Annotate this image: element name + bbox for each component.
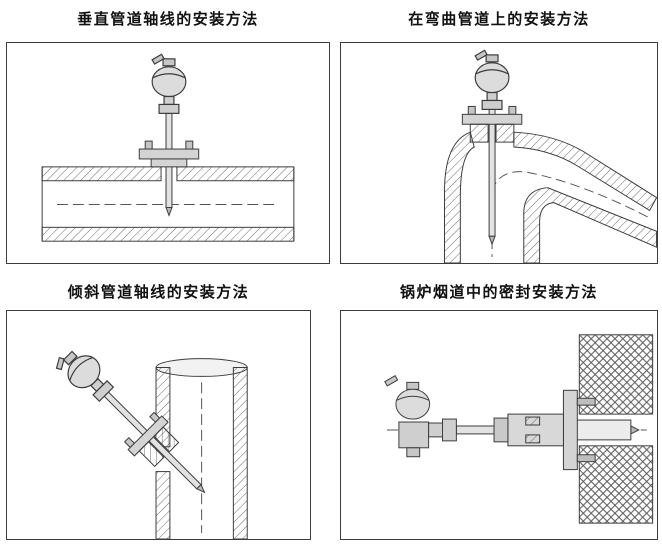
panel-vertical-pipe-installation (6, 42, 330, 264)
mounting-flange (138, 140, 200, 168)
thermocouple-sensor (138, 53, 200, 217)
title-inclined-pipe-installation: 倾斜管道轴线的安装方法 (67, 284, 250, 301)
weld-boss (138, 441, 165, 468)
elbow-pipe-wall (444, 131, 657, 263)
packing (525, 434, 541, 444)
gland-nut (493, 417, 509, 443)
sensor-probe (103, 391, 202, 490)
flange-stud (576, 454, 596, 463)
pipe-axis-centerline (491, 171, 649, 218)
pipe-wall (41, 166, 295, 242)
junction-box (398, 421, 430, 449)
hex-fitting (442, 418, 457, 442)
title-vertical-pipe-installation: 垂直管道轴线的安装方法 (77, 11, 259, 28)
terminal-head (474, 49, 510, 110)
weld-boss (495, 123, 515, 143)
panel-boiler-flue-installation (340, 310, 658, 540)
sensor-probe (488, 108, 496, 237)
cable-entry (406, 447, 421, 458)
title-curved-pipe-installation: 在弯曲管道上的安装方法 (408, 11, 590, 28)
probe-tip (630, 425, 640, 435)
seal-sleeve (574, 419, 632, 441)
thermocouple-sensor (384, 375, 640, 471)
panel-inclined-pipe-installation (6, 310, 311, 540)
mounting-flange (461, 105, 523, 143)
probe-tip (165, 207, 173, 217)
diagram-curved-pipe (444, 49, 657, 263)
panel-curved-pipe-installation (340, 42, 658, 264)
weld-boss (469, 123, 489, 143)
terminal-head (151, 53, 187, 114)
diagram-inclined-pipe (52, 339, 248, 539)
terminal-head (384, 375, 457, 458)
weld-boss (153, 426, 180, 453)
probe-tip (195, 483, 206, 494)
flange-stud (576, 397, 596, 406)
mounting-flange (123, 411, 180, 468)
thermocouple-sensor (52, 339, 206, 494)
sealing-gland-assembly (493, 389, 632, 471)
packing (525, 416, 541, 426)
diagram-vertical-pipe (41, 53, 295, 242)
flange-plate (562, 389, 578, 471)
boiler-wall (578, 334, 654, 524)
diagram-boiler-flue (384, 334, 654, 524)
thermocouple-sensor (461, 49, 523, 246)
title-boiler-flue-installation: 锅炉烟道中的密封安装方法 (399, 284, 598, 301)
probe-tip (488, 235, 496, 246)
